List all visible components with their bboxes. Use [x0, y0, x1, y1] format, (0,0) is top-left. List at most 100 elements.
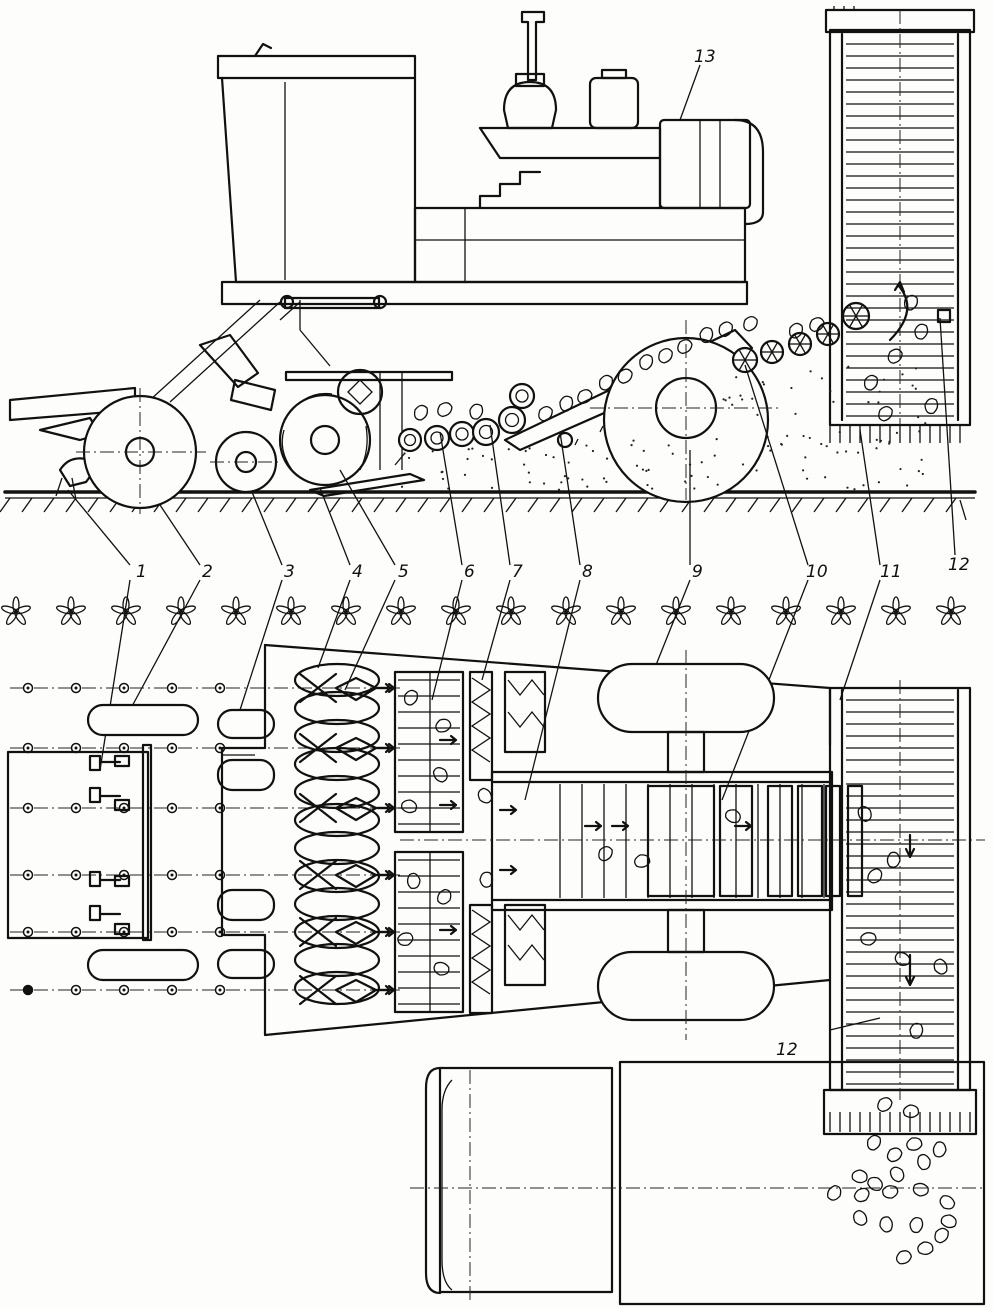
digging-disc — [293, 718, 381, 754]
roller — [423, 424, 451, 452]
label-13: 13 — [694, 47, 716, 67]
beet — [857, 805, 872, 822]
flow-arrow — [610, 820, 630, 832]
soil-particles — [400, 365, 927, 491]
beet — [909, 1022, 924, 1039]
label-1: 1 — [136, 562, 147, 582]
rear-wheels-plan — [596, 650, 776, 1040]
beet — [469, 403, 484, 420]
cleaning-beds-plan — [393, 670, 547, 1015]
beet — [809, 317, 825, 333]
beet — [917, 1153, 931, 1171]
beet — [866, 1134, 882, 1151]
beet — [902, 1104, 920, 1119]
beet — [906, 1137, 923, 1151]
beet-plant — [331, 596, 361, 626]
beet — [406, 872, 421, 889]
front-frame — [8, 294, 388, 442]
beet — [598, 845, 613, 862]
beet — [860, 932, 877, 946]
flow-arrow — [376, 682, 396, 694]
front-wheel — [76, 388, 206, 514]
beet — [403, 689, 419, 706]
beet-plant — [111, 596, 141, 626]
flow-arrow — [583, 820, 603, 832]
conveyor-slat — [796, 784, 824, 898]
beet — [903, 294, 919, 311]
beet-plant — [56, 596, 86, 626]
cleaning-rotor — [336, 368, 384, 416]
beet — [932, 1141, 947, 1158]
rear-drive-wheel — [590, 320, 780, 504]
beets-on-conveyor — [413, 294, 939, 422]
digging-disc — [293, 830, 381, 866]
beet — [917, 1241, 934, 1256]
part-labels: 1 2 3 4 5 6 7 8 9 10 11 12 13 12 — [136, 47, 970, 1060]
beet — [598, 374, 614, 391]
roller — [397, 427, 423, 453]
front-frame-plan — [6, 743, 153, 942]
label-12: 12 — [948, 555, 970, 575]
front-wheels-plan — [86, 703, 276, 982]
beet — [479, 871, 494, 888]
beet-plant — [221, 596, 251, 626]
conveyor-slat — [718, 784, 754, 898]
cleaning-rollers — [397, 382, 536, 453]
beet — [940, 1214, 957, 1229]
central-conveyor-plan — [400, 770, 985, 912]
air-filter — [588, 68, 640, 130]
beet-plant — [716, 596, 746, 626]
beet — [397, 932, 414, 946]
flow-arrow — [376, 926, 396, 938]
beet — [887, 348, 903, 364]
flow-arrow — [498, 864, 518, 876]
beet — [437, 402, 453, 418]
beet-plant — [551, 596, 581, 626]
beet-plant — [1, 596, 31, 626]
beet — [909, 1217, 924, 1234]
beet — [933, 958, 948, 975]
beet — [877, 1097, 893, 1113]
elevator-conveyor — [824, 6, 976, 521]
digging-disc — [293, 886, 381, 922]
beet — [559, 395, 574, 412]
beet-plant — [386, 596, 416, 626]
label-7: 7 — [512, 562, 523, 582]
digging-disc — [293, 662, 381, 698]
beets-falling — [397, 689, 957, 1265]
flow-arrow — [376, 742, 396, 754]
beet — [889, 1166, 905, 1183]
conveyor-slat — [846, 784, 864, 898]
label-8: 8 — [582, 562, 593, 582]
beet — [788, 322, 804, 339]
label-12-plan: 12 — [776, 1040, 798, 1060]
beet — [853, 1187, 870, 1203]
beet — [634, 854, 651, 868]
transfer-rollers — [731, 301, 871, 374]
beet-plant — [881, 596, 911, 626]
label-9: 9 — [692, 562, 703, 582]
label-4: 4 — [352, 562, 363, 582]
beet — [914, 323, 929, 340]
beet — [639, 354, 654, 371]
trailer — [410, 1060, 986, 1306]
digging-disc — [293, 802, 381, 838]
flow-arrow — [376, 869, 396, 881]
roller — [471, 417, 501, 447]
beet — [939, 1195, 956, 1210]
beet — [853, 1209, 868, 1226]
flow-arrow — [733, 820, 753, 832]
beet-plant — [936, 596, 966, 626]
label-3: 3 — [284, 562, 295, 582]
beet — [677, 339, 693, 355]
label-5: 5 — [398, 562, 409, 582]
beet — [878, 405, 893, 422]
side-view — [0, 6, 977, 521]
beet — [895, 1250, 912, 1265]
label-2: 2 — [202, 562, 213, 582]
conveyor-slat — [646, 784, 716, 898]
roller — [508, 382, 536, 410]
beet — [912, 1182, 929, 1197]
digging-disc — [293, 690, 381, 726]
beet — [577, 389, 593, 405]
